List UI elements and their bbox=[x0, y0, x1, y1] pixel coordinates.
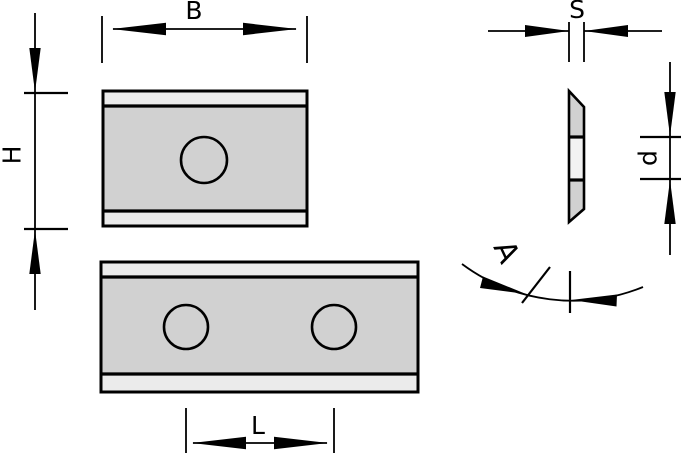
dimension-label-L: L bbox=[251, 411, 265, 440]
arrowhead-left bbox=[192, 436, 246, 450]
dimension-d: d bbox=[634, 62, 681, 255]
arrowhead-down bbox=[29, 48, 41, 92]
side-outline bbox=[567, 87, 586, 225]
insert-body bbox=[101, 262, 418, 392]
dimension-label-H: H bbox=[0, 146, 27, 165]
arrowhead-right bbox=[525, 25, 569, 37]
top-bevel-strip bbox=[103, 91, 307, 106]
front-view-double-hole-insert bbox=[99, 260, 420, 394]
dimension-label-B: B bbox=[185, 0, 202, 25]
arrowhead-right bbox=[274, 436, 328, 450]
arrowhead-left bbox=[112, 22, 166, 36]
insert-body bbox=[103, 91, 307, 226]
dimension-L: L bbox=[185, 408, 335, 453]
mounting-hole-right bbox=[310, 303, 358, 351]
angle-tick-slanted bbox=[521, 266, 551, 304]
arrowhead-up bbox=[664, 180, 676, 224]
insert-outline bbox=[99, 260, 420, 394]
bottom-bevel-strip bbox=[101, 374, 418, 392]
arrowhead-left bbox=[480, 276, 526, 294]
arrowhead-down bbox=[664, 92, 676, 136]
top-bevel-strip bbox=[101, 262, 418, 277]
front-view-single-hole-insert bbox=[101, 89, 309, 228]
dimension-S: S bbox=[488, 0, 662, 62]
angle-arc bbox=[461, 263, 644, 302]
angle-label-A: A bbox=[486, 235, 527, 269]
dimension-H: H bbox=[0, 13, 68, 310]
dimension-angle: A bbox=[461, 235, 644, 313]
side-profile-view bbox=[567, 87, 586, 225]
insert-outline bbox=[101, 89, 309, 228]
dimension-label-d: d bbox=[634, 150, 663, 166]
bottom-bevel-strip bbox=[103, 211, 307, 226]
mounting-hole-left bbox=[162, 303, 210, 351]
arrowhead-right bbox=[571, 294, 617, 307]
arrowhead-right bbox=[243, 22, 297, 36]
mounting-hole bbox=[179, 135, 229, 185]
arrowhead-up bbox=[29, 230, 41, 274]
arrowhead-left bbox=[584, 25, 628, 37]
dimension-label-S: S bbox=[569, 0, 585, 24]
side-hole-band bbox=[569, 137, 584, 180]
dimension-B: B bbox=[101, 0, 308, 63]
